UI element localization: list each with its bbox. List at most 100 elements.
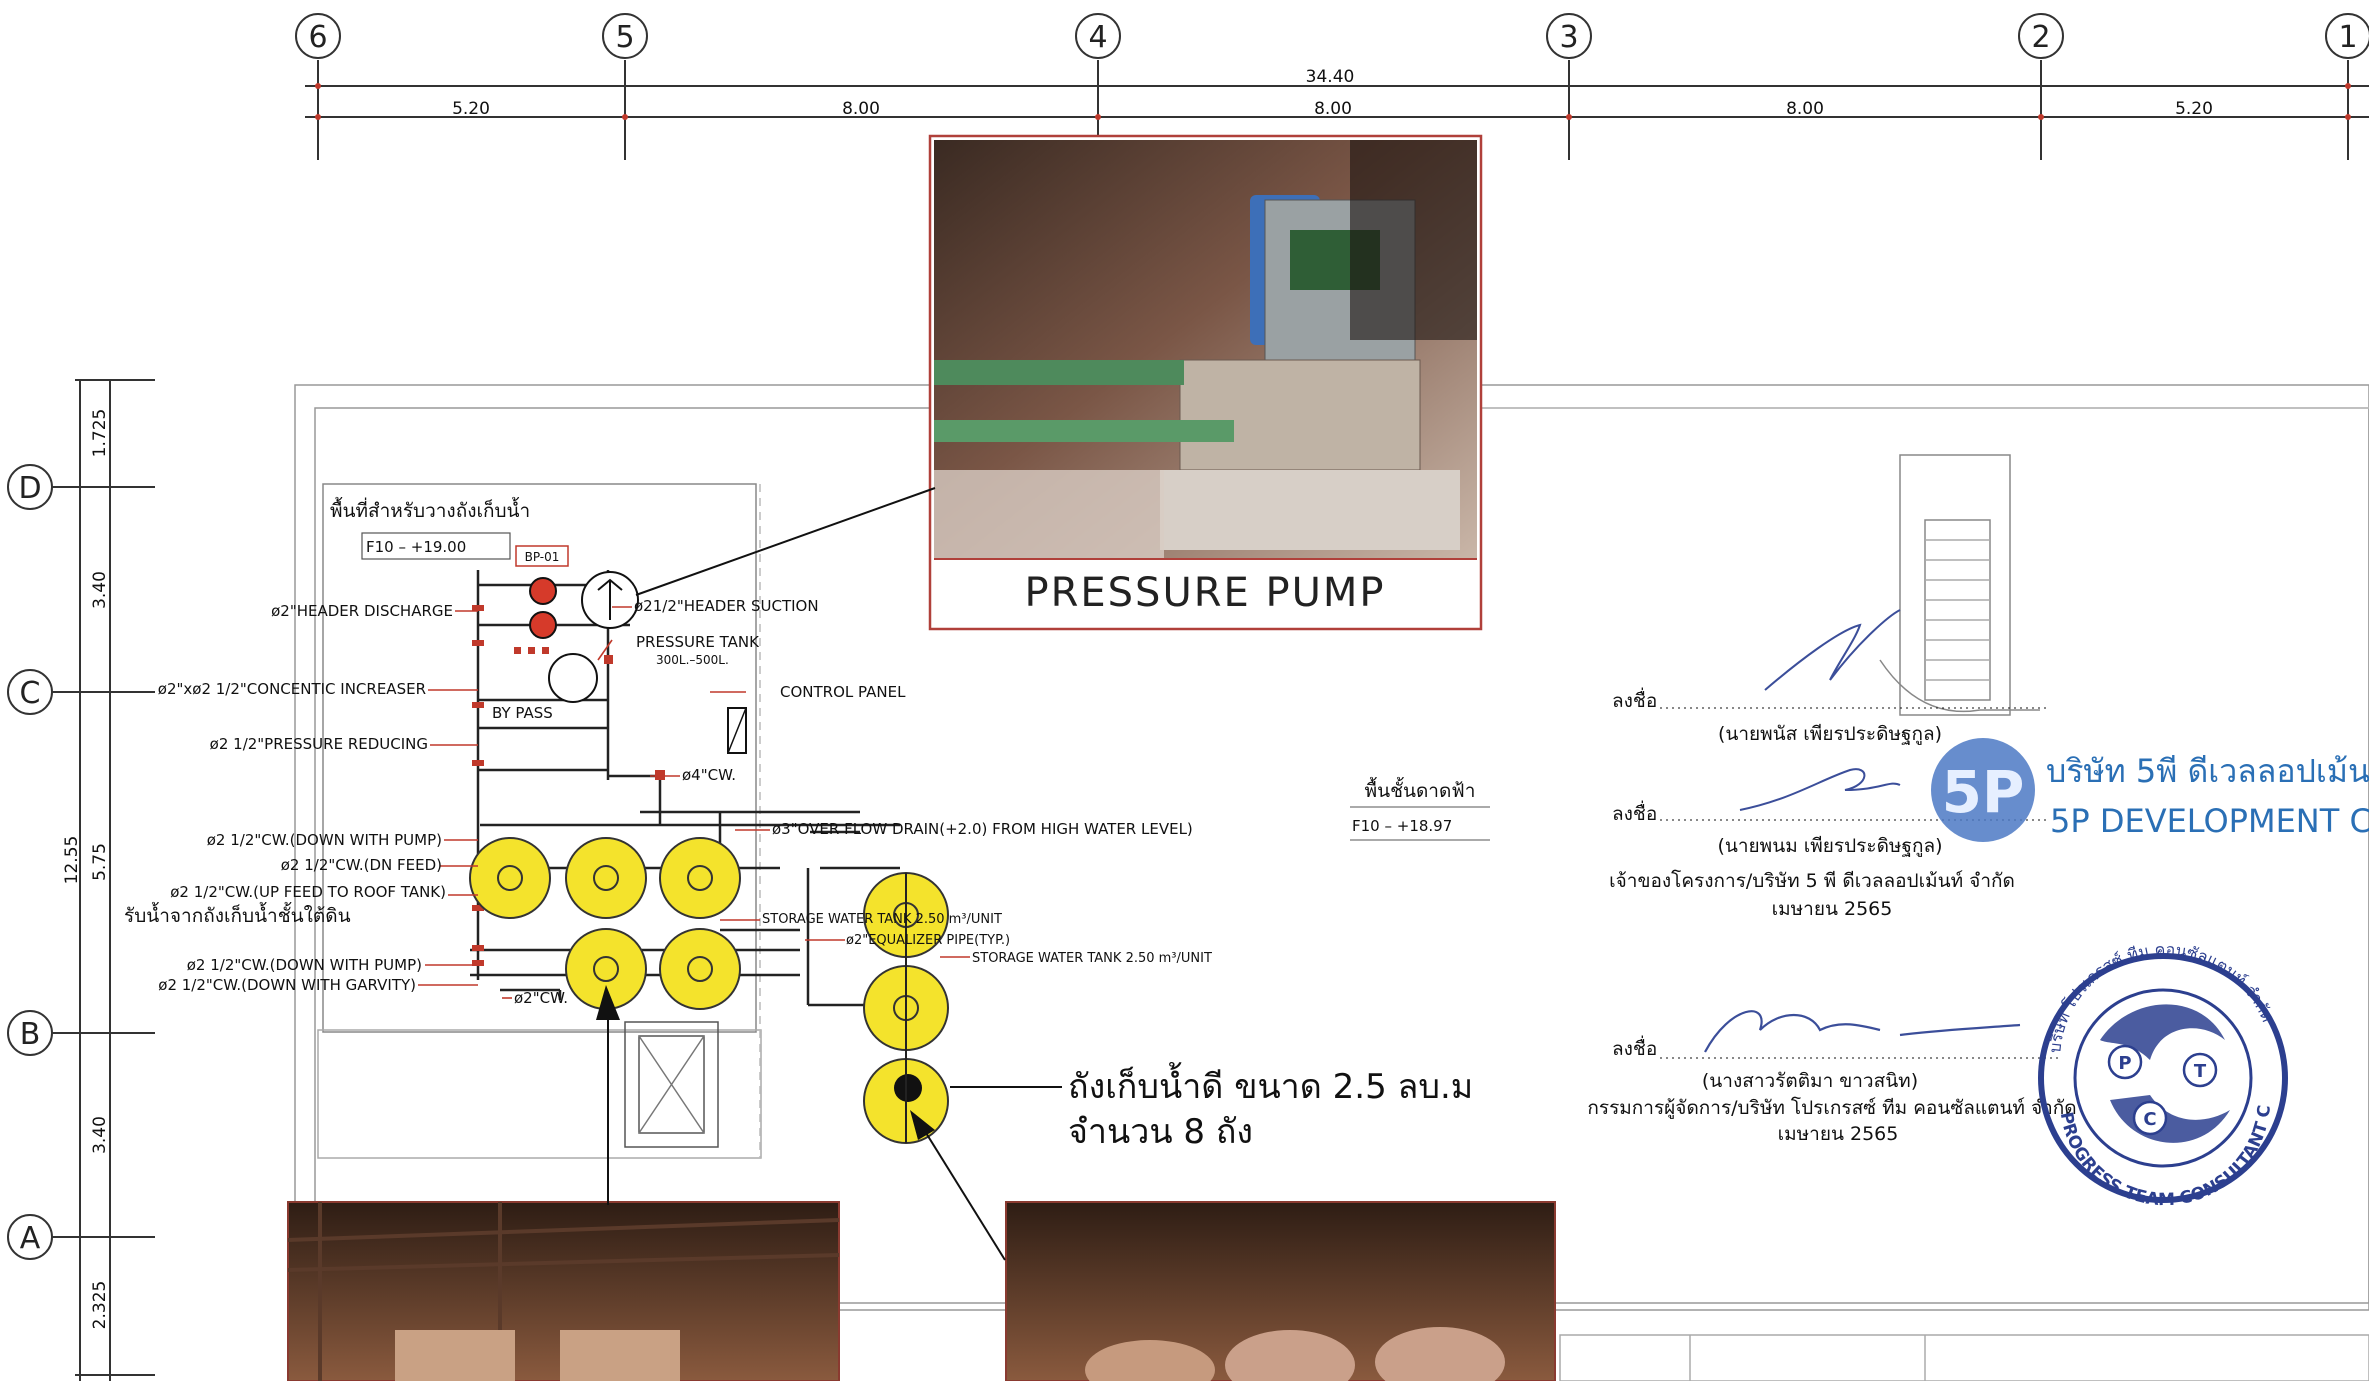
signature-role: เจ้าของโครงการ/บริษัท 5 พี ดีเวลลอปเม้นท… xyxy=(1609,869,2015,892)
grid-label: 4 xyxy=(1088,20,1107,55)
callout-bypass: BY PASS xyxy=(492,704,553,722)
company-logo-text: 5P xyxy=(1942,758,2025,826)
span-dimension: 5.20 xyxy=(2175,99,2213,119)
callout-cw4: ø4"CW. xyxy=(682,766,736,784)
callout-down-with-pump-2: ø2 1/2"CW.(DOWN WITH PUMP) xyxy=(187,956,422,974)
callout-up-feed: ø2 1/2"CW.(UP FEED TO ROOF TANK) xyxy=(170,883,446,901)
photo-leader xyxy=(596,985,620,1020)
callout-cw2: ø2"CW. xyxy=(514,989,568,1007)
callout-pressure-tank: PRESSURE TANK xyxy=(636,633,760,651)
pump-icon xyxy=(529,571,639,639)
span-dimension: 8.00 xyxy=(842,99,880,119)
stamp-letter: T xyxy=(2194,1061,2207,1082)
span-dimension: 5.20 xyxy=(452,99,490,119)
signature-name: (นายพนม เพียรประดิษฐกูล) xyxy=(1717,835,1942,857)
grid-bubble-D: D xyxy=(7,464,53,510)
company-name-en: 5P DEVELOPMENT CO.,LTD. xyxy=(2050,802,2369,840)
pressure-pump-photo: PRESSURE PUMP xyxy=(928,134,1483,631)
vertical-part-dimension: 3.40 xyxy=(90,571,110,609)
callout-up-feed-thai: รับน้ำจากถังเก็บน้ำชั้นใต้ดิน xyxy=(124,902,351,927)
signature-name: (นายพนัส เพียรประดิษฐกูล) xyxy=(1718,723,1942,745)
grid-bubble-B: B xyxy=(7,1010,53,1056)
signature-name: (นางสาวรัตติมา ขาวสนิท) xyxy=(1702,1070,1918,1092)
vertical-part-dimension: 3.40 xyxy=(90,1116,110,1154)
roof-tank-photo-right xyxy=(1005,1201,1556,1381)
roof-level: F10 – +18.97 xyxy=(1352,817,1452,835)
roof-tank-photo-left xyxy=(287,1201,840,1381)
company-logo: 5P บริษัท 5พี ดีเวลลอปเม้นท์ จำกัด 5P DE… xyxy=(1931,738,2369,842)
roof-level-tag: พื้นชั้นดาดฟ้า F10 – +18.97 xyxy=(1350,777,1490,841)
grid-label: B xyxy=(20,1017,41,1052)
callout-labels: ø2"HEADER DISCHARGE ø21/2"HEADER SUCTION… xyxy=(124,597,1212,1007)
piping-schematic xyxy=(469,570,949,1144)
span-dimension: 8.00 xyxy=(1314,99,1352,119)
signature-prefix: ลงชื่อ xyxy=(1612,1035,1657,1060)
callout-leaders xyxy=(418,606,970,999)
tank-note-line1: ถังเก็บน้ำดี ขนาด 2.5 ลบ.ม xyxy=(1068,1062,1473,1107)
span-dimension: 8.00 xyxy=(1786,99,1824,119)
area-label: พื้นที่สำหรับวางถังเก็บน้ำ xyxy=(330,497,530,522)
column-grid: 6 5 4 3 2 1 xyxy=(295,13,2369,160)
pump-tag: BP-01 xyxy=(525,550,560,564)
storage-tank xyxy=(659,928,741,1010)
grid-bubble-1: 1 xyxy=(2325,13,2369,59)
callout-equalizer: ø2"EQUALIZER PIPE(TYP.) xyxy=(846,933,1010,948)
callout-header-discharge: ø2"HEADER DISCHARGE xyxy=(271,602,453,620)
photo-caption: PRESSURE PUMP xyxy=(1024,570,1385,616)
control-panel-icon xyxy=(727,707,747,754)
grid-bubble-2: 2 xyxy=(2018,13,2064,59)
stamp-letter: P xyxy=(2118,1053,2131,1074)
signature-1: ลงชื่อ (นายพนัส เพียรประดิษฐกูล) xyxy=(1612,609,2050,745)
tank-note: ถังเก็บน้ำดี ขนาด 2.5 ลบ.ม จำนวน 8 ถัง xyxy=(950,1062,1473,1152)
storage-tank xyxy=(469,837,551,919)
callout-concentric: ø2"xø2 1/2"CONCENTIC INCREASER xyxy=(158,680,426,698)
grid-label: 1 xyxy=(2338,20,2357,55)
callout-dn-feed: ø2 1/2"CW.(DN FEED) xyxy=(281,856,442,874)
callout-storage-tank-1: STORAGE WATER TANK 2.50 m³/UNIT xyxy=(762,912,1002,927)
grid-label: A xyxy=(20,1221,41,1256)
grid-bubble-C: C xyxy=(7,669,53,715)
callout-overflow: ø3"OVER FLOW DRAIN(+2.0) FROM HIGH WATER… xyxy=(772,820,1193,838)
stamp-letter: C xyxy=(2143,1109,2156,1130)
callout-header-suction: ø21/2"HEADER SUCTION xyxy=(634,597,819,615)
photo-leader xyxy=(917,1119,1006,1261)
signature-date: เมษายน 2565 xyxy=(1778,1123,1899,1145)
company-name-thai: บริษัท 5พี ดีเวลลอปเม้นท์ จำกัด xyxy=(2046,752,2369,790)
row-grid: D C B A 12.55 1.725 3.40 5.75 3.40 2.325 xyxy=(7,379,155,1381)
signature-prefix: ลงชื่อ xyxy=(1612,687,1657,712)
signature-3: ลงชื่อ (นางสาวรัตติมา ขาวสนิท) กรรมการผู… xyxy=(1587,1010,2077,1145)
grid-label: D xyxy=(18,471,41,506)
signature-block: ลงชื่อ (นายพนัส เพียรประดิษฐกูล) ลงชื่อ … xyxy=(1587,609,2077,1145)
grid-label: 5 xyxy=(615,20,634,55)
dimension-strings: 34.40 5.20 8.00 8.00 8.00 5.20 xyxy=(305,67,2369,120)
area-level: F10 – +19.00 xyxy=(366,538,466,556)
water-tank-area: พื้นที่สำหรับวางถังเก็บน้ำ F10 – +19.00 … xyxy=(330,497,569,567)
tank-note-line2: จำนวน 8 ถัง xyxy=(1068,1112,1253,1152)
storage-tank xyxy=(565,837,647,919)
callout-storage-tank-2: STORAGE WATER TANK 2.50 m³/UNIT xyxy=(972,951,1212,966)
callout-control-panel: CONTROL PANEL xyxy=(780,683,906,701)
callout-pressure-tank-size: 300L.–500L. xyxy=(656,653,729,667)
grid-bubble-4: 4 xyxy=(1075,13,1121,59)
photo-leader xyxy=(910,1110,935,1140)
grid-label: 3 xyxy=(1559,20,1578,55)
roof-label: พื้นชั้นดาดฟ้า xyxy=(1365,777,1476,802)
grid-bubble-6: 6 xyxy=(295,13,341,59)
signature-prefix: ลงชื่อ xyxy=(1612,800,1657,825)
callout-pressure-reducing: ø2 1/2"PRESSURE REDUCING xyxy=(210,735,428,753)
signature-date: เมษายน 2565 xyxy=(1772,898,1893,920)
grid-bubble-A: A xyxy=(7,1214,53,1260)
pressure-tank-icon xyxy=(548,653,598,703)
grid-label: 6 xyxy=(308,20,327,55)
vertical-part-dimension: 1.725 xyxy=(90,409,110,458)
storage-tank xyxy=(659,837,741,919)
storage-tank xyxy=(565,928,647,1010)
vertical-part-dimension: 5.75 xyxy=(90,843,110,881)
signature-role: กรรมการผู้จัดการ/บริษัท โปรเกรสซ์ ทีม คอ… xyxy=(1587,1096,2076,1119)
grid-label: 2 xyxy=(2031,20,2050,55)
vertical-part-dimension: 2.325 xyxy=(90,1281,110,1330)
overall-dimension: 34.40 xyxy=(1306,67,1355,87)
grid-bubble-5: 5 xyxy=(602,13,648,59)
callout-down-with-gravity: ø2 1/2"CW.(DOWN WITH GARVITY) xyxy=(158,976,416,994)
